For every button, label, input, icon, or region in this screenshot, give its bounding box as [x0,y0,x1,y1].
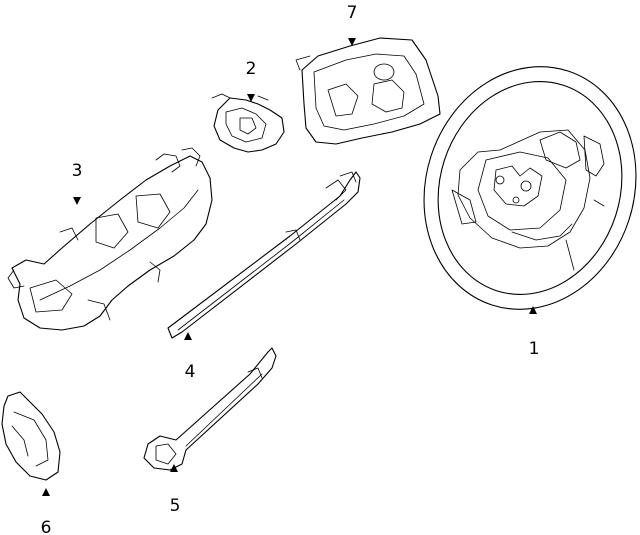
part-5-lower-shaft [143,347,277,471]
marker-6 [42,488,50,496]
marker-2 [247,94,255,102]
callout-1: 1 [529,339,540,359]
marker-1 [529,306,537,314]
part-7-column-cover [295,37,441,145]
callout-2: 2 [246,59,257,79]
part-6-cover [1,391,61,481]
part-1-steering-wheel [423,66,637,310]
callout-markers [42,38,537,496]
part-2-switch-bracket [211,93,285,153]
marker-4 [184,332,192,340]
callout-3: 3 [72,161,83,181]
callout-5: 5 [170,496,181,516]
callout-4: 4 [185,362,196,382]
marker-7 [348,38,356,46]
part-3-steering-column [7,147,213,331]
callout-7: 7 [347,3,358,23]
marker-5 [170,464,178,472]
marker-3 [73,197,81,205]
callout-6: 6 [41,518,52,535]
part-4-intermediate-shaft [167,171,361,339]
